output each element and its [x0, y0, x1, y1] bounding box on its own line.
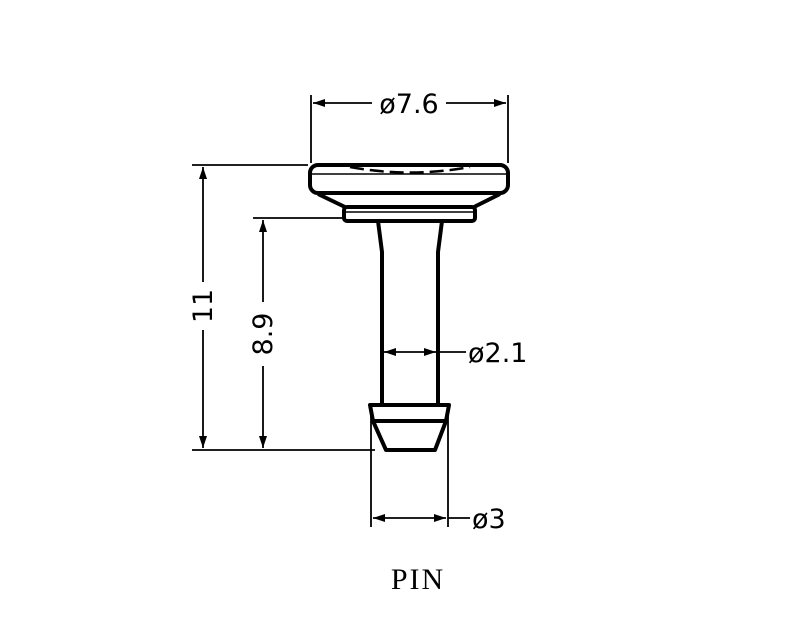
- pin-part: [308, 163, 510, 452]
- shaft-diameter-label: ø2.1: [468, 338, 527, 369]
- head-dashed-arc: [349, 165, 471, 174]
- pin-shaft: [376, 220, 444, 405]
- shaft-length-label: 8.9: [248, 313, 279, 356]
- head-taper: [317, 192, 501, 209]
- pin-head: [308, 163, 510, 195]
- drawing-title: PIN: [391, 563, 445, 596]
- pin-flange: [342, 205, 477, 223]
- head-diameter-label: ø7.6: [379, 89, 438, 120]
- overall-length-label: 11: [188, 289, 219, 323]
- dimension-lines: [192, 95, 509, 527]
- tip-diameter-label: ø3: [472, 504, 506, 535]
- pin-tip: [368, 403, 451, 452]
